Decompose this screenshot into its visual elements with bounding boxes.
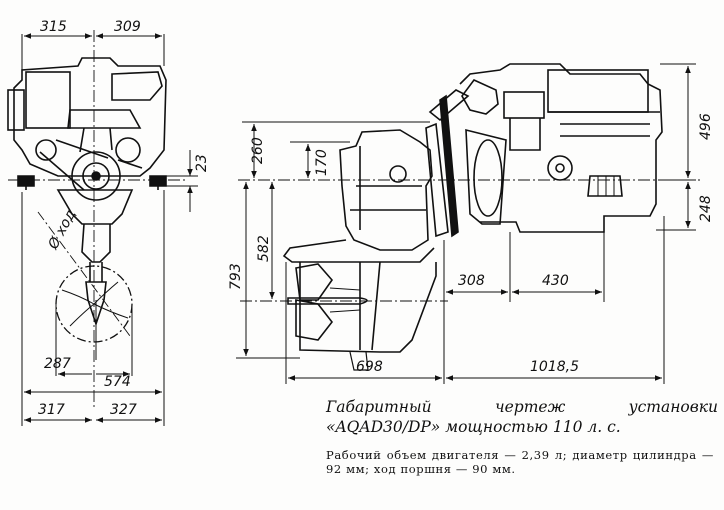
dim-side-582: 582 (256, 235, 272, 262)
side-view (236, 63, 700, 384)
front-view (7, 30, 198, 426)
caption-title-line1: Габаритный чертеж установки (326, 398, 718, 416)
dim-side-248: 248 (698, 195, 714, 222)
dim-front-287: 287 (44, 356, 71, 372)
dim-side-496: 496 (698, 113, 714, 140)
dim-side-260: 260 (250, 137, 266, 164)
dim-side-308: 308 (458, 273, 485, 289)
prop-axis-label: Ø ход (45, 207, 79, 252)
dim-front-574: 574 (104, 374, 131, 390)
dim-side-1018: 1018,5 (530, 359, 579, 375)
caption-title-line2: «AQAD30/DP» мощностью 110 л. с. (326, 418, 621, 436)
caption-specs: Рабочий объем двигателя — 2,39 л; диамет… (326, 448, 714, 476)
dim-front-23: 23 (194, 154, 210, 172)
dim-side-430: 430 (542, 273, 569, 289)
dim-side-698: 698 (356, 359, 383, 375)
dim-side-170: 170 (314, 149, 330, 176)
dim-front-309: 309 (114, 19, 141, 35)
dim-front-317: 317 (38, 402, 65, 418)
dim-side-793: 793 (228, 263, 244, 290)
dim-front-327: 327 (110, 402, 137, 418)
dim-front-315: 315 (40, 19, 67, 35)
